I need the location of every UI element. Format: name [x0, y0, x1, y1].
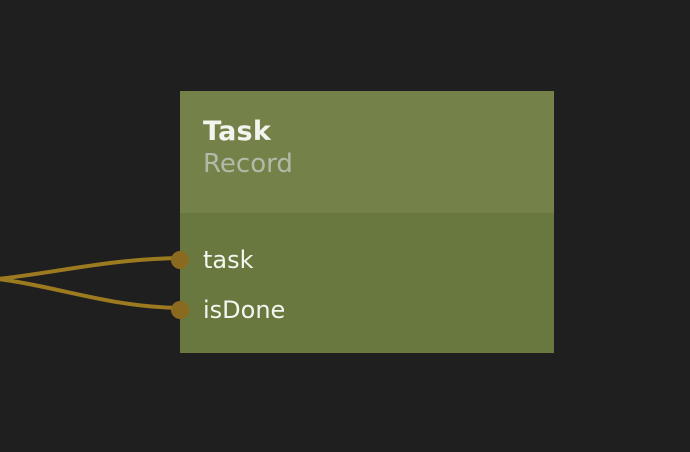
node-card-task[interactable]: Task Record task isDone: [171, 91, 554, 353]
edge-to-isdone[interactable]: [0, 277, 182, 310]
field-label-task: task: [203, 246, 254, 274]
node-body: task isDone: [171, 213, 554, 353]
field-row-isdone[interactable]: isDone: [171, 285, 554, 335]
node-subtitle: Record: [203, 149, 293, 180]
edge-to-task[interactable]: [0, 256, 182, 281]
field-row-task[interactable]: task: [171, 235, 554, 285]
node-title: Task: [203, 116, 271, 147]
node-header: Task Record: [180, 91, 554, 213]
port-dot-task-icon[interactable]: [171, 251, 189, 269]
field-label-isdone: isDone: [203, 296, 286, 324]
port-dot-isdone-icon[interactable]: [171, 301, 189, 319]
